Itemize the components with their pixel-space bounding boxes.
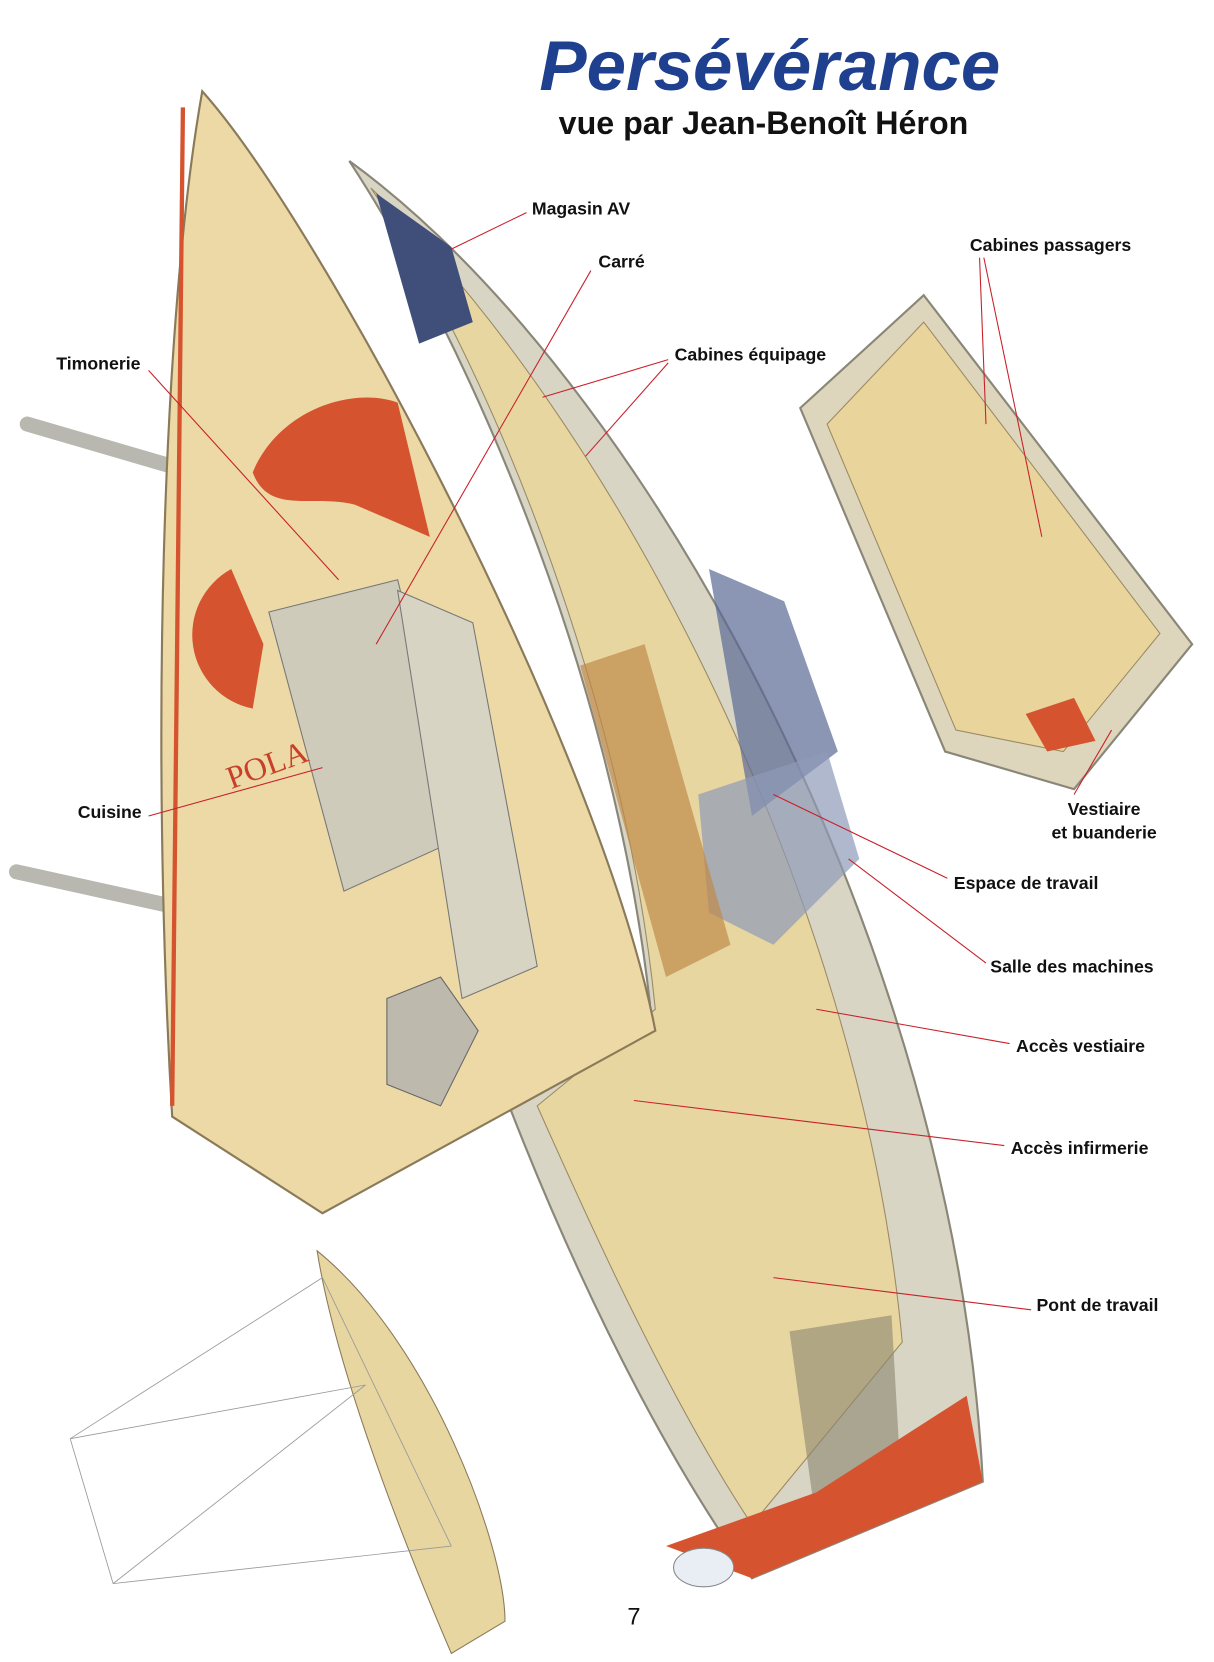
label-vestiaire: Vestiaire (1068, 799, 1141, 819)
label-carre: Carré (598, 251, 644, 271)
label-acces-infirmerie: Accès infirmerie (1011, 1138, 1149, 1158)
page-number: 7 (627, 1604, 640, 1630)
label-cabines-passagers: Cabines passagers (970, 235, 1132, 255)
label-acces-vestiaire: Accès vestiaire (1016, 1036, 1145, 1056)
label-buanderie: et buanderie (1051, 823, 1156, 843)
label-espace-travail: Espace de travail (954, 873, 1099, 893)
label-cuisine: Cuisine (78, 802, 142, 822)
label-cabines-equipage: Cabines équipage (675, 345, 827, 365)
page-subtitle: vue par Jean-Benoît Héron (559, 105, 969, 141)
label-magasin-av: Magasin AV (532, 199, 631, 219)
label-pont-travail: Pont de travail (1036, 1295, 1158, 1315)
lower-hull-cutaway (348, 160, 984, 1588)
page-title: Persévérance (539, 27, 1000, 106)
label-timonerie: Timonerie (56, 353, 140, 373)
label-salle-machines: Salle des machines (990, 957, 1154, 977)
overview-ship-sketch (69, 1249, 506, 1655)
passenger-cabins-block (798, 293, 1194, 791)
callout-labels: Magasin AV Carré Timonerie Cabines équip… (56, 199, 1158, 1315)
upper-deck: POLA (160, 88, 657, 1215)
leader-lines (148, 212, 1113, 1311)
